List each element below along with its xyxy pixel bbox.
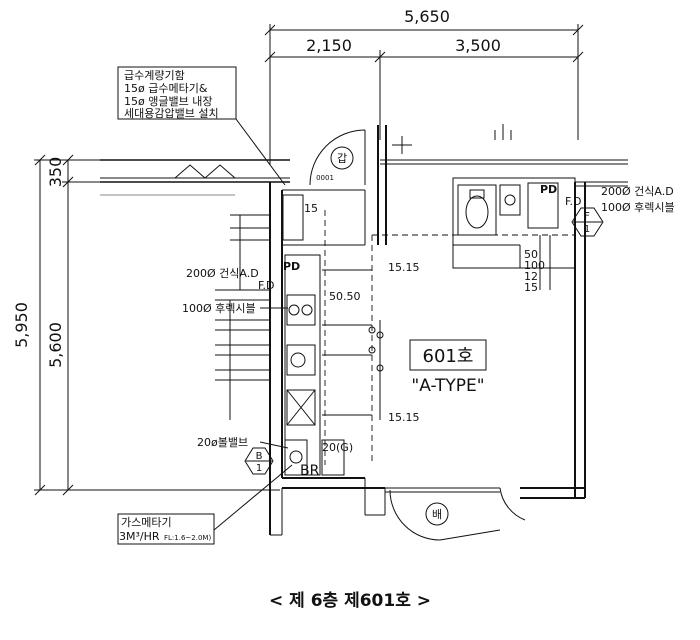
unit-name-box <box>409 339 487 371</box>
unit-type: "A-TYPE" <box>411 376 484 396</box>
dim-left-inner: 5,600 <box>46 322 65 368</box>
hex-b1-bottom: 1 <box>256 463 262 474</box>
bae-marker <box>425 502 449 526</box>
pd-label-right: PD <box>540 183 557 196</box>
value-1515-top: 15.15 <box>388 261 420 274</box>
pd-left-note-1: 200Ø 건식A.D <box>186 267 259 280</box>
pd-right-note-2: 100Ø 후렉시블 <box>601 201 675 214</box>
balcony-door <box>389 487 526 541</box>
corridor-lines <box>100 159 628 196</box>
water-meter-line-2: 15ø 급수메타기& <box>124 82 208 95</box>
device-symbols <box>392 124 512 154</box>
ball-valve-leader <box>259 441 289 449</box>
hex-tag-b1 <box>244 447 274 475</box>
br-label: BR <box>300 463 320 479</box>
water-meter-line-4: 세대용감압밸브 설치 <box>124 107 219 120</box>
unit-number: 601호 <box>423 346 474 367</box>
hex-f1-top: F <box>584 211 590 222</box>
gap-label: 갑 <box>337 152 347 165</box>
gas-meter-note-box <box>117 513 215 545</box>
dim-top-left: 2,150 <box>306 36 352 55</box>
balcony-hatch <box>215 214 270 420</box>
ball-valve-note: 20ø볼밸브 <box>197 436 248 449</box>
gas-meter-title: 가스메타기 <box>121 516 172 529</box>
gas-meter-sub: FL:1.6~2.0M) <box>164 534 211 542</box>
stack-50: 50 <box>524 248 538 261</box>
value-5050: 50.50 <box>329 290 361 303</box>
dim-top-right: 3,500 <box>455 36 501 55</box>
stack-12: 12 <box>524 270 538 283</box>
top-dimension-lines <box>264 24 584 165</box>
water-meter-line-1: 급수계량기함 <box>124 69 185 82</box>
entrance-door <box>309 129 366 186</box>
kitchen-counter <box>282 194 345 476</box>
pd-label-left: PD <box>283 260 300 273</box>
dim-left-small: 350 <box>46 157 65 188</box>
bae-label: 배 <box>432 508 442 521</box>
gas-meter-spec: 3M³/HR <box>119 530 160 543</box>
plumbing-lines <box>322 210 575 465</box>
gas-meter-leader <box>213 464 293 531</box>
water-meter-line-3: 15ø 앵글밸브 내장 <box>124 95 212 108</box>
water-meter-note-box <box>117 66 237 120</box>
fd-label-left: F.D <box>258 279 275 292</box>
small-code: 0001 <box>316 174 334 182</box>
stack-15: 15 <box>524 281 538 294</box>
hex-tag-f1 <box>571 207 604 237</box>
value-20g: 20(G) <box>322 441 353 454</box>
value-1515-bottom: 15.15 <box>388 411 420 424</box>
stack-100: 100 <box>524 259 545 272</box>
label-15: 15 <box>304 202 318 215</box>
hex-b1-top: B <box>256 451 263 462</box>
water-meter-leader <box>235 118 286 186</box>
drawing-caption: < 제 6층 제601호 > <box>268 591 432 611</box>
unit-walls <box>269 125 586 536</box>
fd-label-right: F.D <box>565 195 582 208</box>
dim-top-total: 5,650 <box>404 7 450 26</box>
folding-door <box>174 164 236 179</box>
pd-left-note-2: 100Ø 후렉시블 <box>182 302 256 315</box>
pd-right-note-1: 200Ø 건식A.D <box>601 185 674 198</box>
bathroom <box>452 177 576 290</box>
dim-left-outer: 5,950 <box>12 302 31 348</box>
gap-marker <box>330 146 354 170</box>
hex-f1-bottom: 1 <box>584 224 590 235</box>
